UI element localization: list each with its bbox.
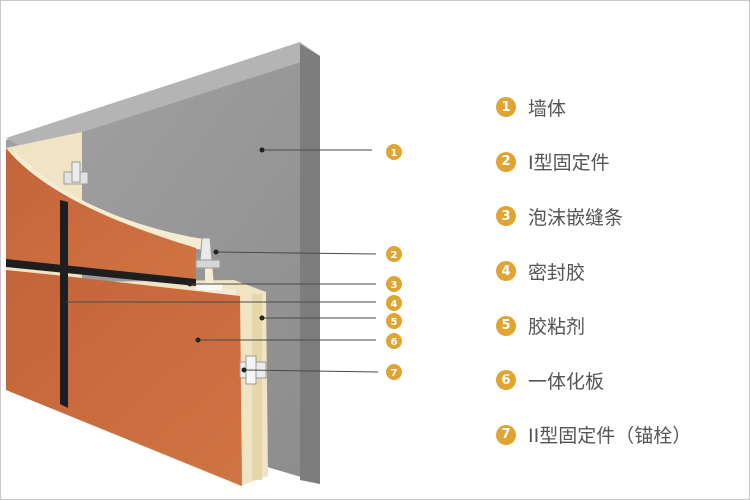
callout-marker-1: 1 (386, 144, 402, 160)
leader-2 (215, 251, 377, 255)
leader-7 (243, 369, 379, 373)
svg-text:1: 1 (391, 148, 398, 159)
svg-text:2: 2 (391, 250, 398, 261)
legend-number-2: 2 (496, 151, 516, 172)
legend-item-integrated-panel: 6 一体化板 (496, 353, 746, 408)
legend-label-4: 密封胶 (528, 261, 586, 284)
horizontal-joint (6, 259, 196, 286)
wall-top-edge (6, 42, 320, 150)
svg-text:3: 3 (391, 280, 398, 291)
legend-number-3: 3 (496, 206, 516, 227)
callout-marker-5: 5 (386, 313, 402, 329)
svg-text:5: 5 (391, 317, 398, 328)
svg-text:7: 7 (391, 368, 398, 379)
adhesive-layer (252, 294, 262, 480)
legend-number-7: 7 (496, 424, 516, 445)
legend-item-wall: 1 墙体 (496, 80, 746, 135)
legend-label-3: 泡沫嵌缝条 (528, 206, 624, 229)
callout-marker-2: 2 (386, 246, 402, 262)
legend-label-6: 一体化板 (528, 370, 605, 393)
type-i-fixing (195, 237, 221, 269)
legend-number-5: 5 (496, 315, 516, 336)
foam-strip (196, 284, 222, 290)
legend-number-6: 6 (496, 370, 516, 391)
legend-label-5: 胶粘剂 (528, 316, 586, 339)
callout-leaders (64, 149, 379, 373)
callout-marker-6: 6 (386, 333, 402, 349)
callout-marker-3: 3 (386, 276, 402, 292)
legend-number-1: 1 (496, 97, 516, 118)
svg-text:4: 4 (391, 299, 398, 310)
type-i-fixing-upper (63, 161, 89, 185)
legend-label-1: 墙体 (528, 97, 567, 120)
legend-number-4: 4 (496, 261, 516, 282)
legend-item-adhesive: 5 胶粘剂 (496, 298, 746, 353)
callout-marker-7: 7 (386, 364, 402, 380)
leader-dots (61, 147, 265, 373)
svg-text:6: 6 (391, 337, 398, 348)
legend-item-type-ii-fixing: 7 II型固定件（锚栓） (496, 408, 746, 463)
component-legend: 1 墙体 2 I型固定件 3 泡沫嵌缝条 4 密封胶 5 胶粘剂 6 一体化板 … (496, 80, 746, 462)
legend-item-sealant: 4 密封胶 (496, 244, 746, 299)
legend-label-7: II型固定件（锚栓） (528, 425, 692, 448)
wall-side-edge (300, 44, 320, 484)
callout-marker-4: 4 (386, 295, 402, 311)
legend-label-2: I型固定件 (528, 152, 610, 175)
legend-item-type-i-fixing: 2 I型固定件 (496, 135, 746, 190)
integrated-panel-upper (6, 148, 196, 282)
legend-item-foam-strip: 3 泡沫嵌缝条 (496, 189, 746, 244)
